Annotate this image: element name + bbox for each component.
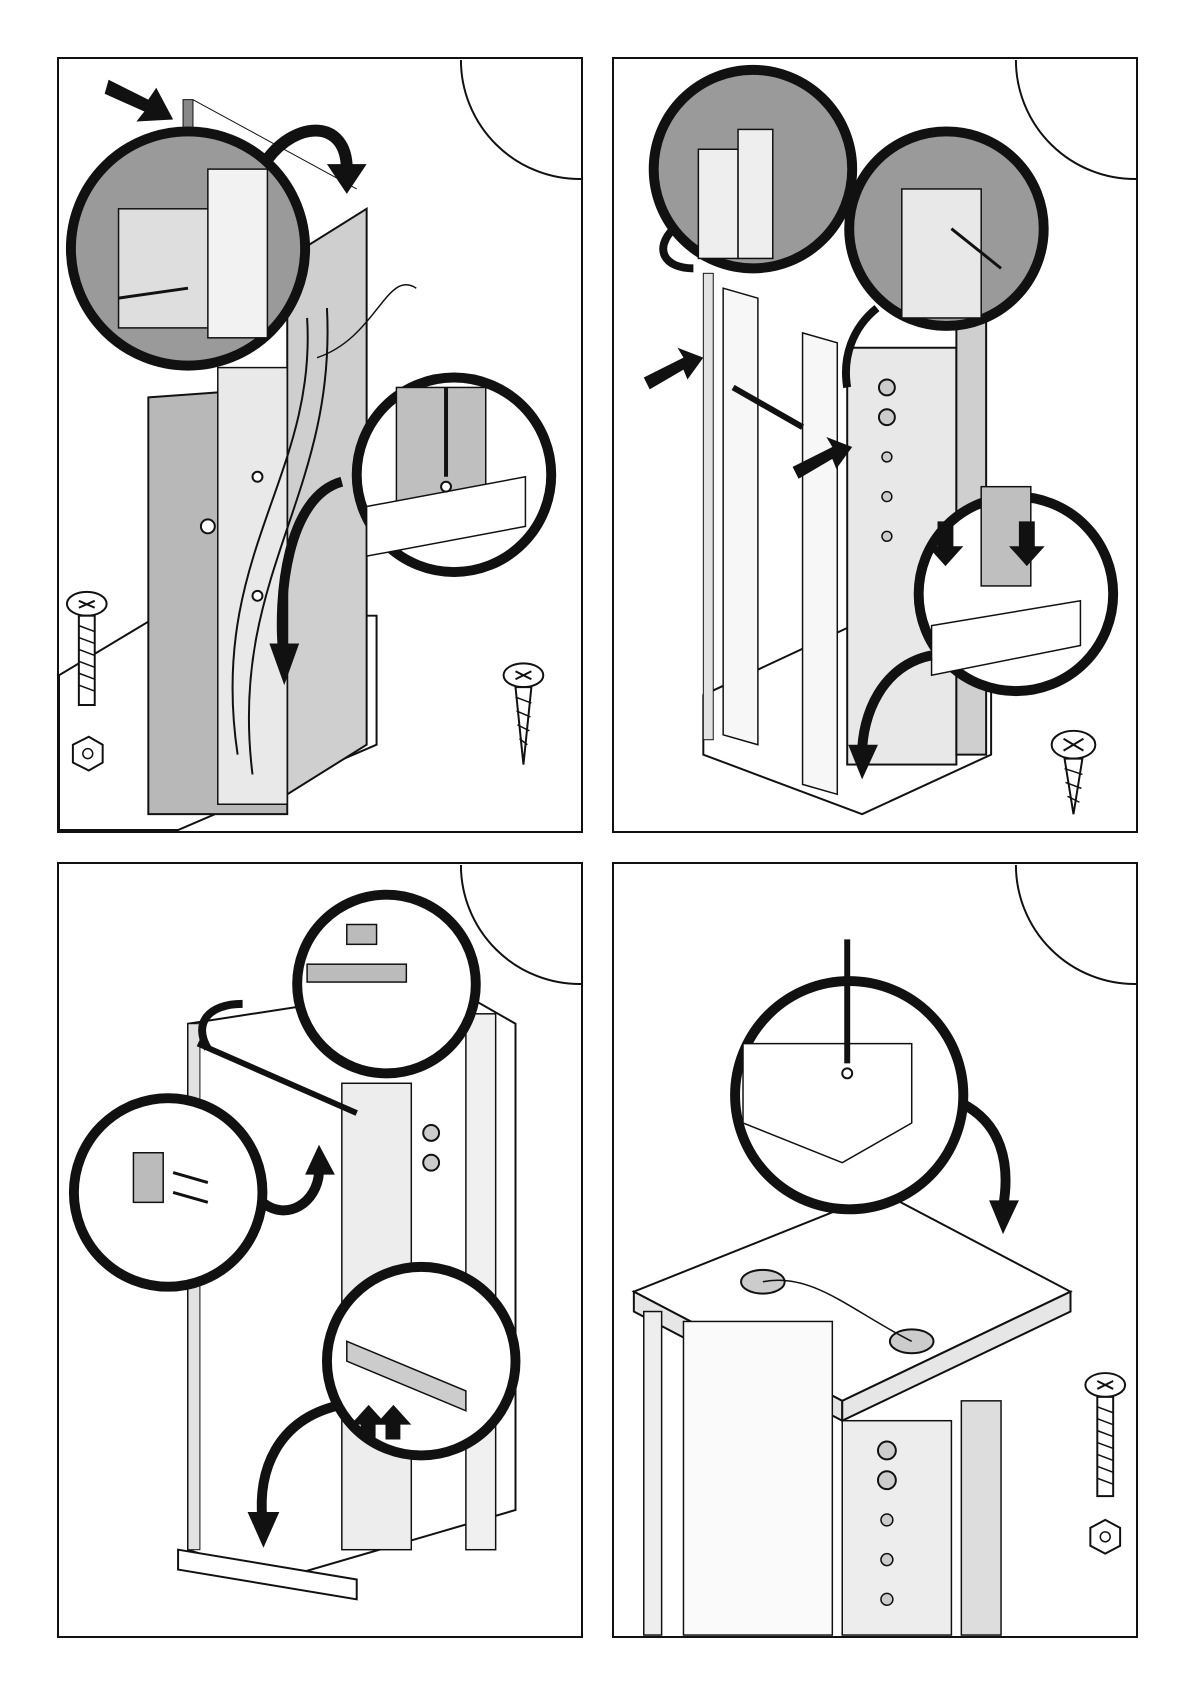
screw-detail xyxy=(441,482,451,492)
bracket xyxy=(347,924,377,944)
curved-arrow xyxy=(961,1103,1005,1207)
jet-nozzle xyxy=(201,519,215,533)
detail-zoom-circle xyxy=(74,1098,263,1287)
bolt-icon xyxy=(1085,1373,1125,1496)
step-2-illustration xyxy=(614,59,1136,831)
push-arrow xyxy=(644,348,704,390)
curved-arrow xyxy=(267,131,346,170)
nut-icon xyxy=(1090,1520,1120,1554)
step-1-illustration xyxy=(59,59,581,831)
bracket xyxy=(133,1153,163,1203)
jet-nozzle xyxy=(879,409,895,425)
screw-icon xyxy=(1052,731,1096,814)
screw-detail xyxy=(842,1068,852,1078)
glass-panel xyxy=(723,288,758,745)
glass-panel xyxy=(803,333,838,794)
assembly-step-1 xyxy=(57,57,583,833)
glass-panel xyxy=(683,1321,832,1635)
corner-arc xyxy=(461,60,581,179)
assembly-step-2 xyxy=(612,57,1138,833)
step-3-illustration xyxy=(59,864,581,1636)
left-rail xyxy=(703,273,713,739)
assembly-step-4 xyxy=(612,862,1138,1638)
push-arrow xyxy=(105,80,173,122)
inner-panel xyxy=(218,368,287,805)
step-4-illustration xyxy=(614,864,1136,1636)
assembly-step-3 xyxy=(57,862,583,1638)
nut-icon xyxy=(73,737,103,771)
screw-icon xyxy=(504,663,544,764)
detail-zoom-circle xyxy=(297,895,476,1074)
jet-nozzle xyxy=(879,380,895,396)
column-panel xyxy=(842,1421,951,1635)
